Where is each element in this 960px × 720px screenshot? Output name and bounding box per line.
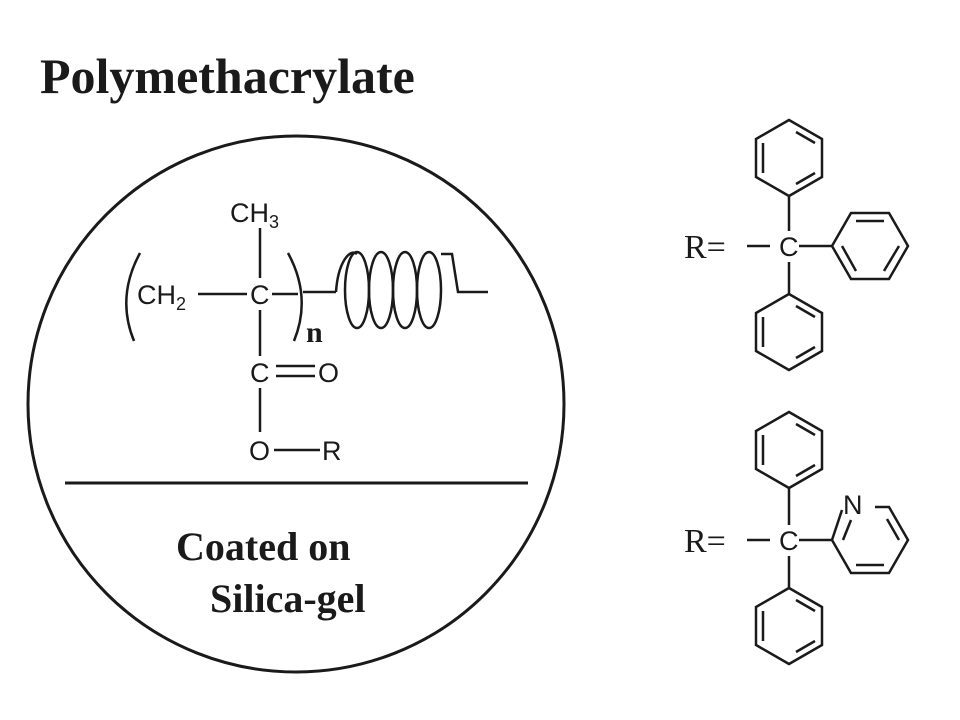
carbonyl-carbon: C (250, 358, 270, 388)
carbonyl-oxygen: O (318, 358, 339, 388)
helix-icon (303, 250, 488, 330)
support-text-line2: Silica-gel (210, 576, 366, 621)
polymer-structure: CH3 CH2 C n C O O R (125, 198, 342, 466)
page-title: Polymethacrylate (40, 48, 415, 104)
backbone-carbon: C (250, 280, 270, 310)
r-label-2: R= (684, 523, 726, 560)
pyridine-ring (830, 505, 910, 575)
ester-r-group: R (322, 436, 342, 466)
phenyl-ring-top (754, 118, 824, 198)
phenyl-ring-right (830, 211, 910, 281)
ester-oxygen: O (249, 436, 270, 466)
methyl-label: CH3 (230, 198, 279, 232)
phenyl-ring-bottom-2 (754, 586, 824, 666)
r-group-trityl: R= C (684, 118, 910, 372)
r-group-pyridyl: R= C N (684, 410, 910, 666)
support-text-line1: Coated on (176, 524, 350, 569)
phenyl-ring-top-2 (754, 410, 824, 490)
phenyl-ring-bottom (754, 292, 824, 372)
r-label-1: R= (684, 229, 726, 266)
right-bracket (286, 252, 303, 342)
repeat-subscript: n (306, 316, 323, 349)
pyridine-nitrogen: N (843, 490, 863, 520)
r-center-carbon-1: C (779, 232, 799, 262)
left-bracket (125, 252, 142, 342)
methylene-label: CH2 (137, 280, 186, 314)
polymer-particle-circle (26, 134, 566, 674)
r-center-carbon-2: C (779, 526, 799, 556)
